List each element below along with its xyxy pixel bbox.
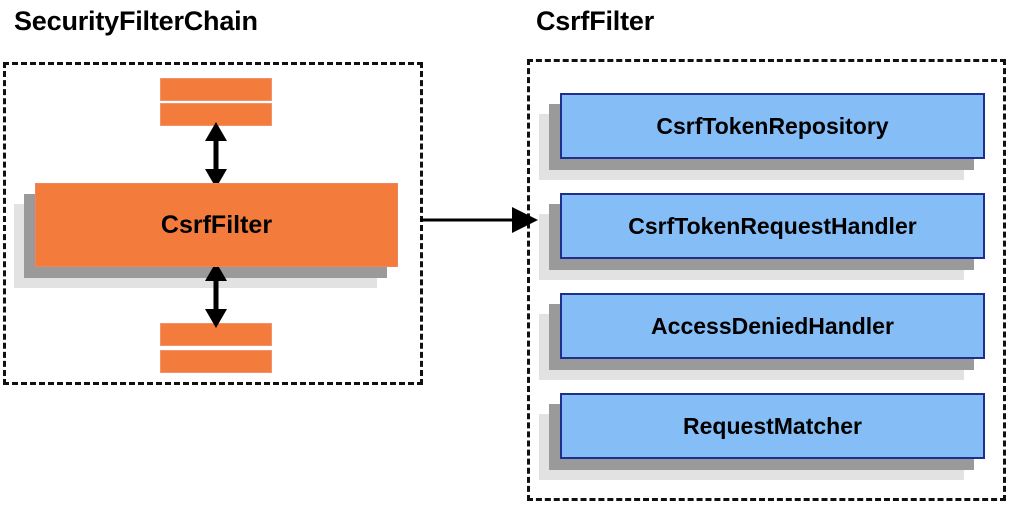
node-face: RequestMatcher bbox=[560, 393, 985, 459]
node-face: CsrfTokenRepository bbox=[560, 93, 985, 159]
node-label: CsrfTokenRequestHandler bbox=[628, 212, 917, 239]
node-access-denied-handler[interactable]: AccessDeniedHandler bbox=[539, 293, 985, 380]
page-title-security-filter-chain: SecurityFilterChain bbox=[14, 6, 258, 36]
filter-bar-below-2 bbox=[160, 350, 272, 373]
double-arrow-above-icon bbox=[205, 122, 227, 188]
node-face: CsrfFilter bbox=[35, 183, 398, 267]
page-title-csrf-filter: CsrfFilter bbox=[536, 6, 655, 36]
node-csrf-token-repository[interactable]: CsrfTokenRepository bbox=[539, 93, 985, 180]
node-label: RequestMatcher bbox=[683, 412, 862, 439]
csrf-filter-panel bbox=[527, 59, 1006, 501]
double-arrow-below-icon bbox=[205, 262, 227, 328]
node-csrf-token-request-handler[interactable]: CsrfTokenRequestHandler bbox=[539, 193, 985, 280]
node-face: AccessDeniedHandler bbox=[560, 293, 985, 359]
node-label: AccessDeniedHandler bbox=[651, 312, 894, 339]
node-label: CsrfFilter bbox=[160, 210, 273, 239]
node-face: CsrfTokenRequestHandler bbox=[560, 193, 985, 259]
node-label: CsrfTokenRepository bbox=[656, 112, 889, 139]
security-filter-chain-panel bbox=[3, 62, 423, 385]
node-request-matcher[interactable]: RequestMatcher bbox=[539, 393, 985, 480]
filter-bar-above-1 bbox=[160, 78, 272, 101]
node-csrf-filter[interactable]: CsrfFilter bbox=[14, 183, 398, 288]
expansion-arrow-icon bbox=[420, 207, 538, 233]
